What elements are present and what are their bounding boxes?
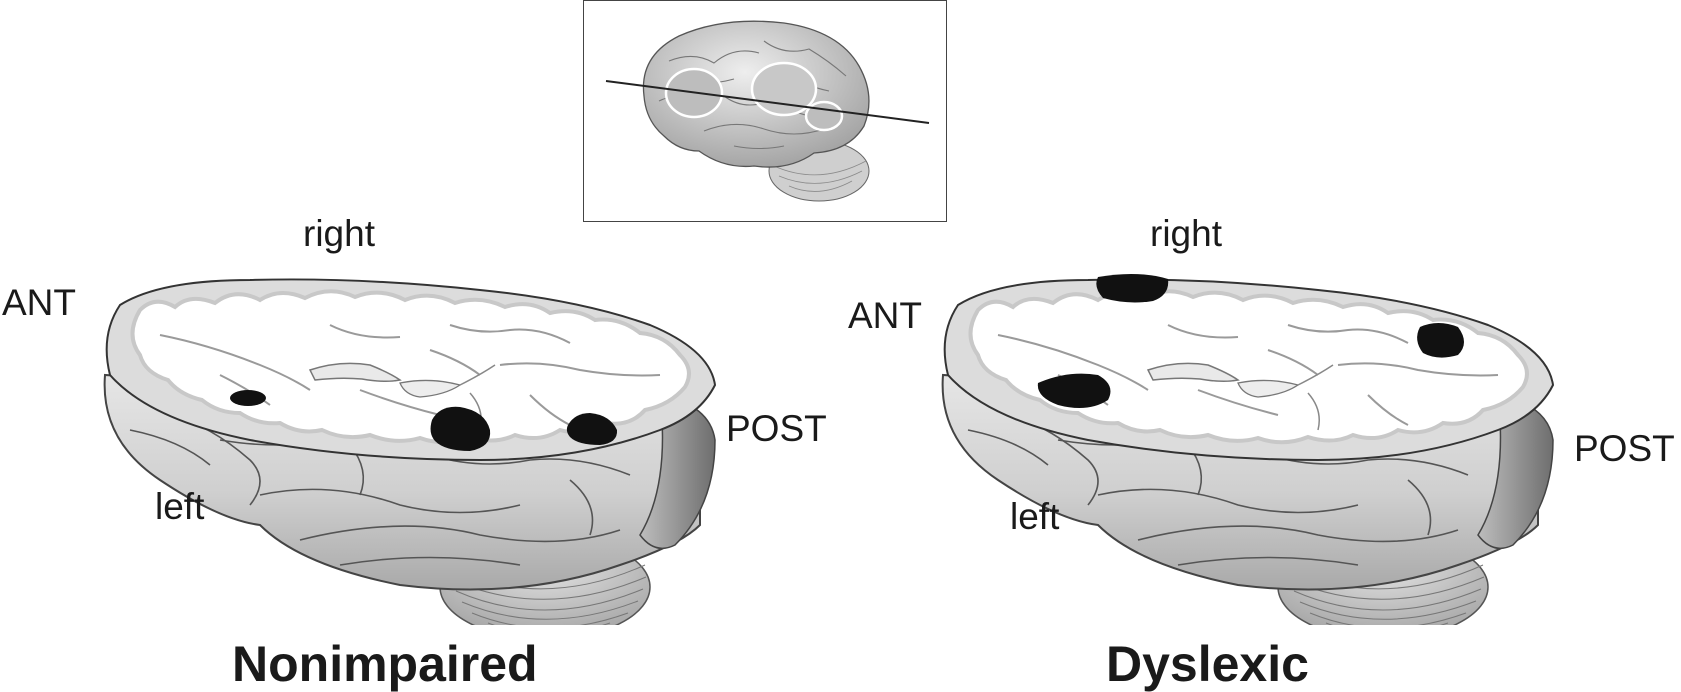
dyslexic-panel: [938, 265, 1568, 625]
dyslexic-caption: Dyslexic: [1106, 636, 1309, 692]
dyslexic-label-front: ANT: [848, 295, 922, 336]
dyslexic-brain-slice: [940, 273, 1555, 625]
activation-spot: [566, 413, 618, 445]
nonimpaired-caption: Nonimpaired: [232, 636, 538, 692]
nonimpaired-label-top: right: [303, 213, 375, 254]
inset-frame: [583, 0, 947, 222]
activation-spot: [430, 406, 491, 451]
nonimpaired-panel: [100, 265, 730, 625]
nonimpaired-label-bottom: left: [155, 486, 205, 527]
dyslexic-label-back: POST: [1574, 428, 1675, 469]
dyslexic-label-bottom: left: [1010, 496, 1060, 537]
nonimpaired-label-front: ANT: [2, 282, 76, 323]
nonimpaired-brain-slice: [102, 277, 718, 625]
brain-lateral-view-icon: [605, 20, 930, 202]
activation-spot: [230, 390, 266, 406]
activation-spot: [1417, 323, 1464, 358]
horizontal-section-line: [605, 80, 930, 124]
nonimpaired-label-back: POST: [726, 408, 827, 449]
activation-spot: [1037, 373, 1111, 409]
dyslexic-label-top: right: [1150, 213, 1222, 254]
activation-spot: [1096, 273, 1169, 303]
